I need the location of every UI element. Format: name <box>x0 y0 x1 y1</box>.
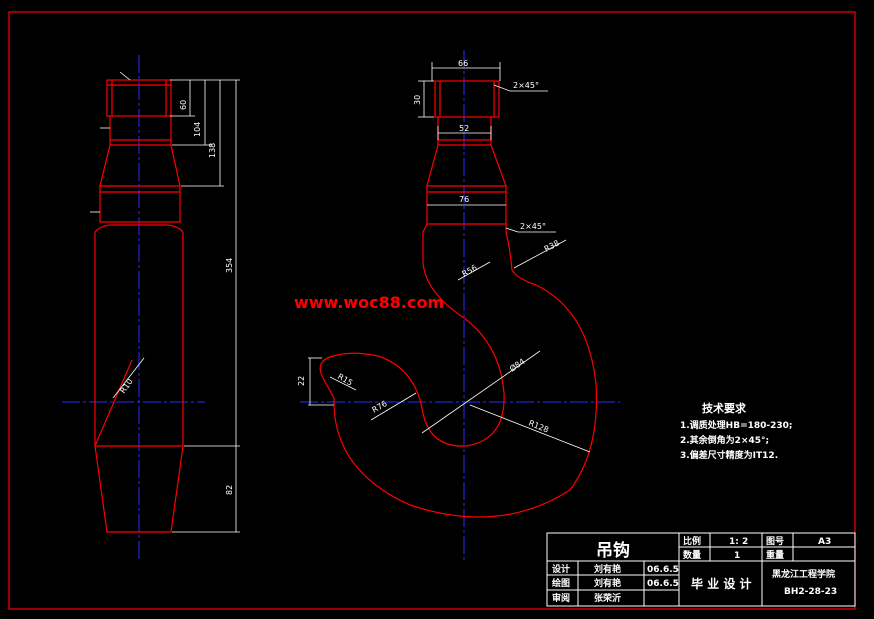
reviewer-label: 审阅 <box>552 592 570 604</box>
left-dimensions <box>90 71 240 533</box>
right-dim-66: 66 <box>458 59 468 68</box>
right-chamfer-top: 2×45° <box>513 81 539 90</box>
left-dim-82: 82 <box>225 485 234 495</box>
right-chamfer-mid: 2×45° <box>520 222 546 231</box>
right-dim-30: 30 <box>413 95 422 105</box>
right-radius-r38: R38 <box>543 238 561 253</box>
right-dim-22: 22 <box>297 376 306 386</box>
drawing-no-value: A3 <box>818 537 831 547</box>
part-name: 吊钩 <box>596 540 630 561</box>
right-dim-52: 52 <box>459 124 469 133</box>
weight-label: 重量 <box>766 549 784 561</box>
left-dim-354: 354 <box>225 258 234 273</box>
designer-name: 刘有艳 <box>594 563 621 575</box>
right-radius-r76: R76 <box>371 399 389 415</box>
tech-req-item-2: 2.其余倒角为2×45°; <box>680 434 769 446</box>
qty-value: 1 <box>734 551 740 561</box>
watermark: www.woc88.com <box>294 293 444 312</box>
left-view <box>62 55 205 560</box>
school-name: 黑龙江工程学院 <box>772 568 835 580</box>
right-dimensions <box>308 62 591 453</box>
designer-date: 06.6.5 <box>647 565 679 575</box>
drawing-border <box>8 11 856 610</box>
title-block <box>546 532 856 607</box>
left-dim-104: 104 <box>193 122 202 137</box>
qty-label: 数量 <box>683 549 701 561</box>
tech-req-title: 技术要求 <box>702 401 747 415</box>
designer-label: 设计 <box>552 563 570 575</box>
left-dim-138: 138 <box>208 143 217 158</box>
drafter-label: 绘图 <box>552 577 570 589</box>
right-dia-84: Ø84 <box>507 356 526 374</box>
drawing-no-label: 图号 <box>766 536 784 547</box>
tech-req-item-3: 3.偏差尺寸精度为IT12. <box>680 449 778 461</box>
drafter-name: 刘有艳 <box>594 577 621 589</box>
drawing-code: BH2-28-23 <box>784 587 837 597</box>
scale-label: 比例 <box>683 535 701 547</box>
project-label: 毕 业 设 计 <box>691 576 752 591</box>
left-radius-r10: R10 <box>118 377 134 395</box>
right-dim-76: 76 <box>459 195 469 204</box>
tech-req-item-1: 1.调质处理HB=180-230; <box>680 419 793 431</box>
right-radius-r15: R15 <box>336 372 354 388</box>
drafter-date: 06.6.5 <box>647 579 679 589</box>
right-radius-r56: R56 <box>461 263 479 279</box>
left-dim-60: 60 <box>179 100 188 110</box>
reviewer-name: 张荣沂 <box>594 592 621 604</box>
scale-value: 1: 2 <box>729 537 748 547</box>
